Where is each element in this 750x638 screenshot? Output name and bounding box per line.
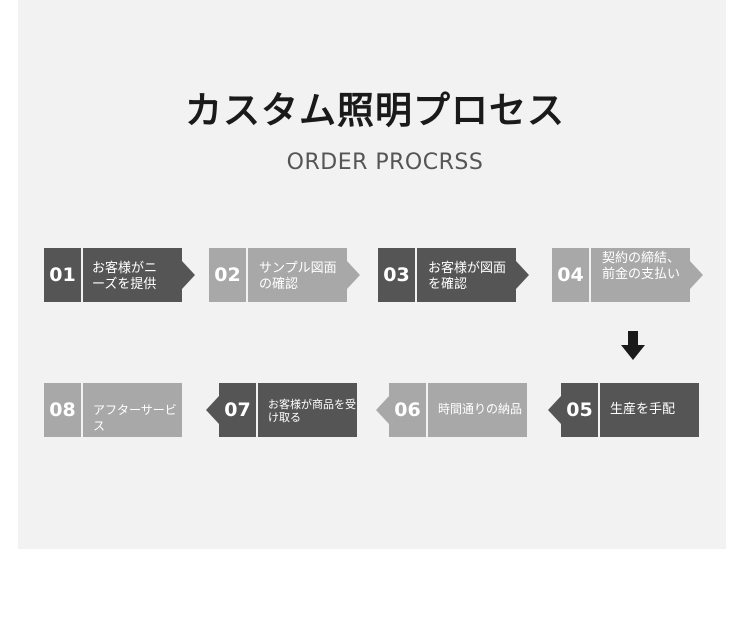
step-label: お客様が商品を受け取る [268,398,356,424]
step-arrow-right-icon [347,261,360,289]
step-label: 生産を手配 [610,402,676,417]
step-number: 02 [209,248,246,302]
step-body [248,248,347,302]
step-label: アフターサービス [93,403,177,433]
process-step-08: 08 アフターサービス [44,383,184,437]
step-body [428,383,527,437]
step-label: お客様が図面を確認 [428,261,507,292]
step-number: 03 [378,248,415,302]
step-number: 08 [44,383,81,437]
process-step-07: 07 お客様が商品を受け取る [206,383,358,437]
step-arrow-left-icon [376,396,389,424]
process-step-06: 06 時間通りの納品 [376,383,528,437]
step-body [258,383,357,437]
step-body [417,248,516,302]
step-number: 01 [44,248,81,302]
step-body [83,383,182,437]
page-subtitle: ORDER PROCRSS [286,150,484,175]
step-body [83,248,182,302]
step-body [600,383,699,437]
step-arrow-right-icon [516,261,529,289]
step-number: 07 [219,383,256,437]
step-arrow-right-icon [182,261,195,289]
process-step-01: 01 お客様がニーズを提供 [44,248,196,302]
step-arrow-right-icon [690,261,703,289]
step-number: 06 [389,383,426,437]
step-arrow-left-icon [548,396,561,424]
step-label: サンプル図面の確認 [259,261,337,292]
process-step-02: 02 サンプル図面の確認 [209,248,361,302]
step-label: 時間通りの納品 [438,402,523,416]
process-step-03: 03 お客様が図面を確認 [378,248,530,302]
process-step-04: 04 契約の締結、前金の支払い [552,248,704,302]
process-step-05: 05 生産を手配 [548,383,700,437]
step-arrow-left-icon [206,396,219,424]
step-label: お客様がニーズを提供 [92,261,158,292]
step-body [591,248,690,302]
step-label: 契約の締結、前金の支払い [602,251,681,282]
page-title: カスタム照明プロセス [185,89,565,132]
step-number: 04 [552,248,589,302]
step-number: 05 [561,383,598,437]
arrow-down-icon [621,331,645,360]
